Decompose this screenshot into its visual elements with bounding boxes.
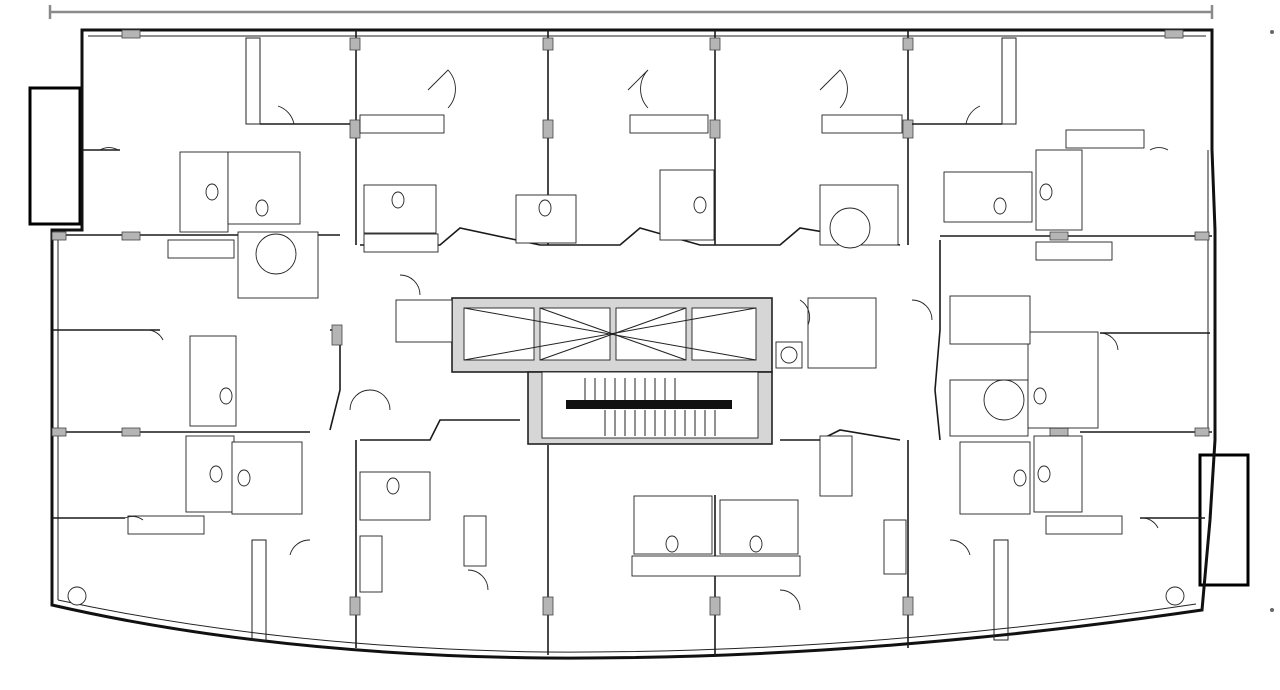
stair — [527, 371, 773, 445]
edge-marker-top — [1270, 30, 1274, 34]
edge-marker-bottom — [1270, 608, 1274, 612]
balcony-left — [28, 86, 82, 226]
dimension-line — [48, 5, 1214, 19]
building-outline — [50, 28, 1217, 660]
corner-column-left — [67, 586, 87, 606]
balcony-right — [1198, 453, 1250, 587]
corner-column-right — [1165, 586, 1185, 606]
partitions — [245, 37, 1031, 641]
door-swing — [99, 69, 1169, 611]
toilet-fixture — [179, 149, 1099, 555]
kitchen-counters — [127, 114, 1145, 593]
elevator-core — [451, 297, 803, 373]
columns — [51, 29, 1210, 616]
